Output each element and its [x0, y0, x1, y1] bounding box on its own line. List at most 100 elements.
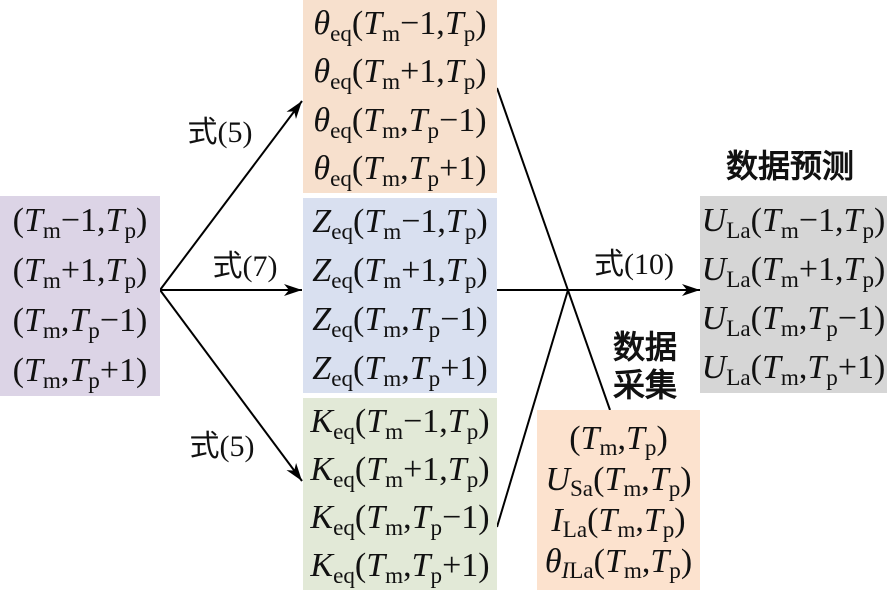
formula: Zeq(Tm,Tp+1) — [312, 349, 488, 390]
formula-subscript: p — [826, 365, 838, 392]
formula-line: (Tm+1,Tp) — [0, 246, 160, 296]
formula-text: , — [401, 349, 410, 387]
formula-subscript: eq — [333, 418, 355, 445]
formula-symbol: T — [23, 302, 43, 339]
formula-subscript: eq — [333, 466, 355, 493]
formula-text: ( — [351, 5, 364, 43]
formula-symbol: T — [23, 252, 43, 289]
formula-symbol: T — [366, 499, 386, 536]
formula-text: ) — [136, 202, 148, 239]
formula-symbol: T — [411, 547, 431, 584]
formula-symbol: T — [364, 203, 384, 241]
formula-symbol: Z — [312, 203, 332, 241]
formula-text: ) — [478, 403, 490, 440]
formula-subscript: p — [428, 316, 441, 343]
edge-label-eq5-bottom: 式(5) — [189, 430, 255, 463]
formula-text: , — [400, 149, 409, 187]
formula-text: ( — [354, 547, 367, 584]
formula-text: ) — [136, 252, 148, 289]
formula-subscript: eq — [333, 562, 355, 589]
formula-text: −1) — [99, 302, 148, 339]
edge-label-eq5-top: 式(5) — [187, 116, 253, 149]
formula-symbol: T — [408, 149, 428, 187]
formula-symbol: Z — [312, 300, 332, 338]
formula: θILa(Tm,Tp) — [545, 544, 692, 583]
formula-symbol: T — [69, 352, 89, 389]
formula-text: , — [400, 101, 409, 139]
formula-text: ( — [354, 451, 367, 488]
formula-subscript: eq — [331, 268, 353, 295]
formula-symbol: T — [761, 250, 781, 288]
formula-line: (Tm,Tp+1) — [0, 346, 160, 396]
formula-subscript: p — [124, 267, 137, 294]
formula: θeq(Tm,Tp−1) — [313, 101, 486, 142]
formula-line: Keq(Tm,Tp+1) — [303, 542, 497, 590]
formula-text: , — [401, 300, 410, 338]
formula-subscript: m — [385, 514, 404, 541]
formula-text: ( — [569, 419, 581, 457]
formula-text: ( — [351, 53, 364, 91]
formula-text: ( — [353, 203, 365, 241]
formula-text: ( — [12, 352, 24, 389]
arrow-inputs-to-k-box — [159, 289, 303, 482]
formula-subscript: m — [780, 365, 799, 392]
formula-text: ) — [475, 53, 487, 91]
formula-subscript: La — [726, 365, 751, 392]
formula-subscript: m — [780, 316, 799, 343]
formula-symbol: T — [409, 349, 429, 387]
formula-text: +1, — [60, 252, 106, 289]
formula-subscript: p — [466, 466, 479, 493]
formula-symbol: T — [364, 252, 384, 290]
formula: Keq(Tm−1,Tp) — [310, 403, 490, 444]
formula-text: , — [798, 300, 808, 338]
formula-text: ) — [656, 419, 668, 457]
formula-subscript: m — [42, 267, 61, 294]
formula-symbol: T — [807, 300, 827, 338]
formula-line: θILa(Tm,Tp) — [537, 541, 700, 583]
formula-text: ) — [476, 203, 488, 241]
formula-subscript: m — [382, 21, 401, 48]
formula-text: , — [60, 352, 70, 389]
formula: (Tm+1,Tp) — [13, 252, 148, 293]
formula-subscript: m — [383, 219, 402, 246]
formula-text: ) — [680, 460, 692, 498]
formula-symbol: T — [364, 300, 384, 338]
formula-subscript: m — [382, 165, 401, 192]
edge-label-eq10: 式(10) — [594, 248, 674, 281]
formula-line: ILa(Tm,Tp) — [537, 500, 700, 542]
formula-symbol: T — [105, 202, 125, 239]
formula-text: , — [617, 419, 626, 457]
formula-symbol: θ — [313, 53, 331, 91]
formula-text: ( — [351, 149, 364, 187]
formula-symbol: T — [807, 349, 827, 387]
formula-symbol: T — [447, 451, 467, 488]
formula-symbol: T — [761, 300, 781, 338]
formula-symbol: U — [701, 201, 727, 239]
formula: Keq(Tm,Tp+1) — [310, 547, 490, 588]
formula-line: (Tm,Tp) — [537, 418, 700, 460]
formula-text: ( — [750, 349, 762, 387]
formula-text: +1, — [798, 250, 844, 288]
formula: θeq(Tm+1,Tp) — [313, 53, 487, 94]
formula-subscript: eq — [330, 21, 352, 48]
formula-text: −1, — [403, 403, 448, 440]
formula: (Tm−1,Tp) — [13, 202, 148, 243]
formula-text: ( — [587, 501, 599, 539]
formula-line: θeq(Tm,Tp+1) — [303, 145, 497, 193]
formula-line: θeq(Tm,Tp−1) — [303, 97, 497, 145]
formula-symbol: T — [445, 252, 465, 290]
collection-box: (Tm,Tp)USa(Tm,Tp)ILa(Tm,Tp)θILa(Tm,Tp) — [537, 410, 700, 590]
formula-symbol: T — [447, 403, 467, 440]
formula-subscript: p — [466, 418, 479, 445]
formula-text: ( — [354, 499, 367, 536]
formula-subscript: eq — [333, 514, 355, 541]
formula-text: +1) — [442, 547, 490, 584]
formula-symbol: T — [625, 419, 645, 457]
formula-symbol: I — [551, 501, 563, 539]
formula-text: , — [403, 547, 412, 584]
formula-subscript: m — [385, 562, 404, 589]
formula-text: +1) — [440, 349, 488, 387]
formula-symbol: T — [105, 252, 125, 289]
formula-symbol: Z — [312, 349, 332, 387]
formula-line: Keq(Tm,Tp−1) — [303, 494, 497, 542]
